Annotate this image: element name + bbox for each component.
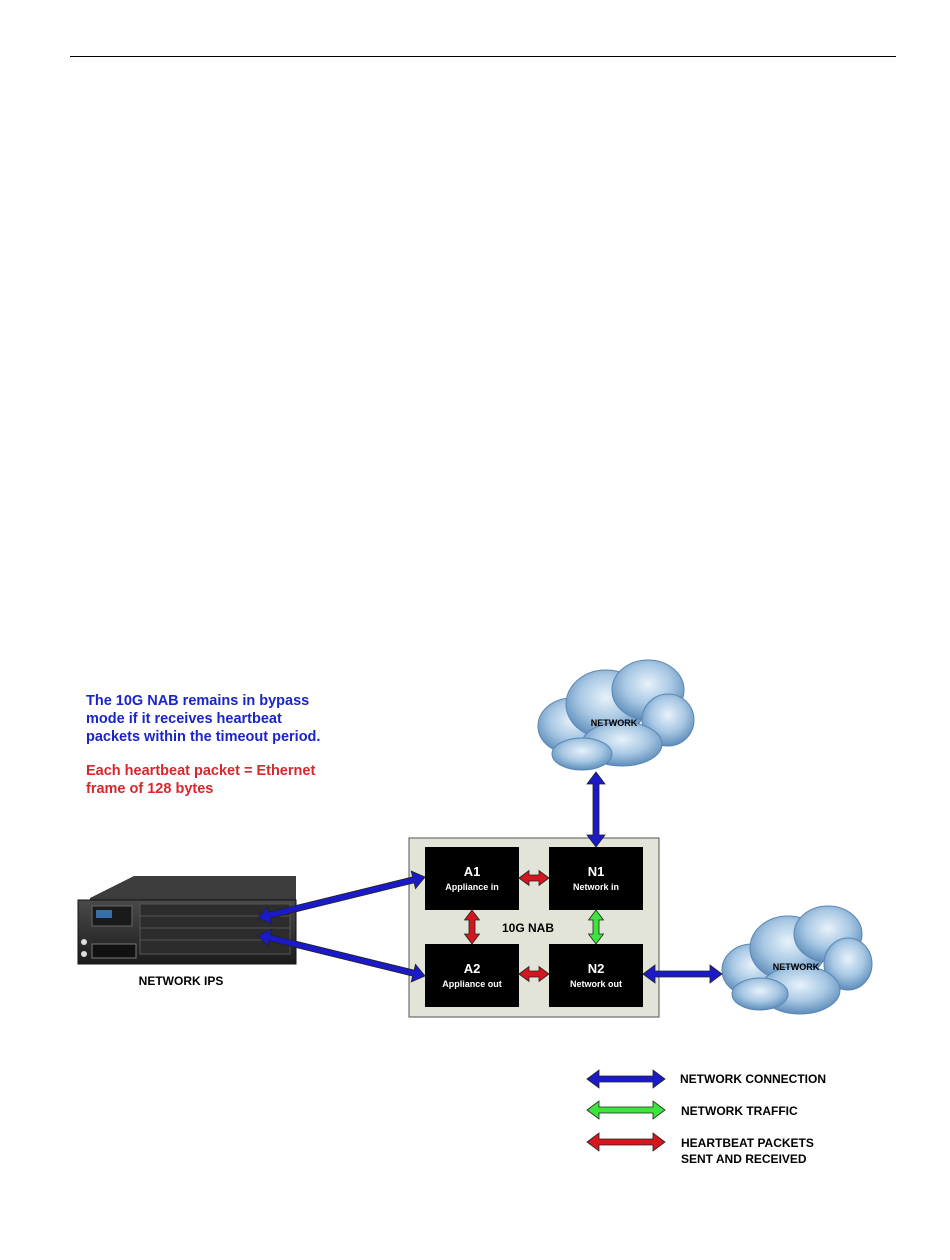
frame-size-note: Each heartbeat packet = Ethernet frame o… [86,763,316,797]
port-n2-sub: Network out [570,979,622,989]
header-rule [70,56,896,57]
network-cloud-right: NETWORK [721,905,873,1015]
arrow-a1-n1-heartbeat [518,869,550,887]
legend: NETWORK CONNECTION NETWORK TRAFFIC HEART… [586,1069,826,1166]
network-ips-label: NETWORK IPS [139,974,224,988]
legend-arrow-1 [586,1100,666,1120]
network-ips-device [77,876,297,965]
legend-label-connection: NETWORK CONNECTION [680,1072,826,1086]
legend-heartbeat-line1: HEARTBEAT PACKETS [681,1136,814,1150]
port-n2-id: N2 [588,961,605,976]
legend-heartbeat-line2: SENT AND RECEIVED [681,1152,807,1166]
connection-arrows [257,771,723,984]
port-a2: A2 Appliance out [425,944,519,1007]
port-n1: N1 Network in [549,847,643,910]
arrow-ips-to-a1 [257,870,426,925]
arrow-n2-to-cloud [642,964,723,984]
arrow-a2-n2-heartbeat [518,965,550,983]
port-a1-id: A1 [464,864,481,879]
port-a2-sub: Appliance out [442,979,502,989]
legend-arrow-0 [586,1069,666,1089]
legend-arrow-2 [586,1132,666,1152]
port-a1: A1 Appliance in [425,847,519,910]
network-cloud-top: NETWORK [537,659,695,771]
legend-label-traffic: NETWORK TRAFFIC [681,1104,798,1118]
legend-label-heartbeat: HEARTBEAT PACKETS SENT AND RECEIVED [681,1136,817,1166]
port-a2-id: A2 [464,961,481,976]
arrow-ips-to-a2 [257,928,426,983]
cloud-top-label: NETWORK [591,718,638,728]
port-n1-sub: Network in [573,882,619,892]
nab-label: 10G NAB [502,921,554,935]
arrow-n1-n2-traffic [587,909,605,945]
port-a1-sub: Appliance in [445,882,499,892]
arrow-cloud-to-n1 [586,771,606,848]
arrow-a1-a2-heartbeat [463,909,481,945]
bypass-note: The 10G NAB remains in bypass mode if it… [86,693,321,745]
port-n1-id: N1 [588,864,605,879]
port-n2: N2 Network out [549,944,643,1007]
cloud-right-label: NETWORK [773,962,820,972]
